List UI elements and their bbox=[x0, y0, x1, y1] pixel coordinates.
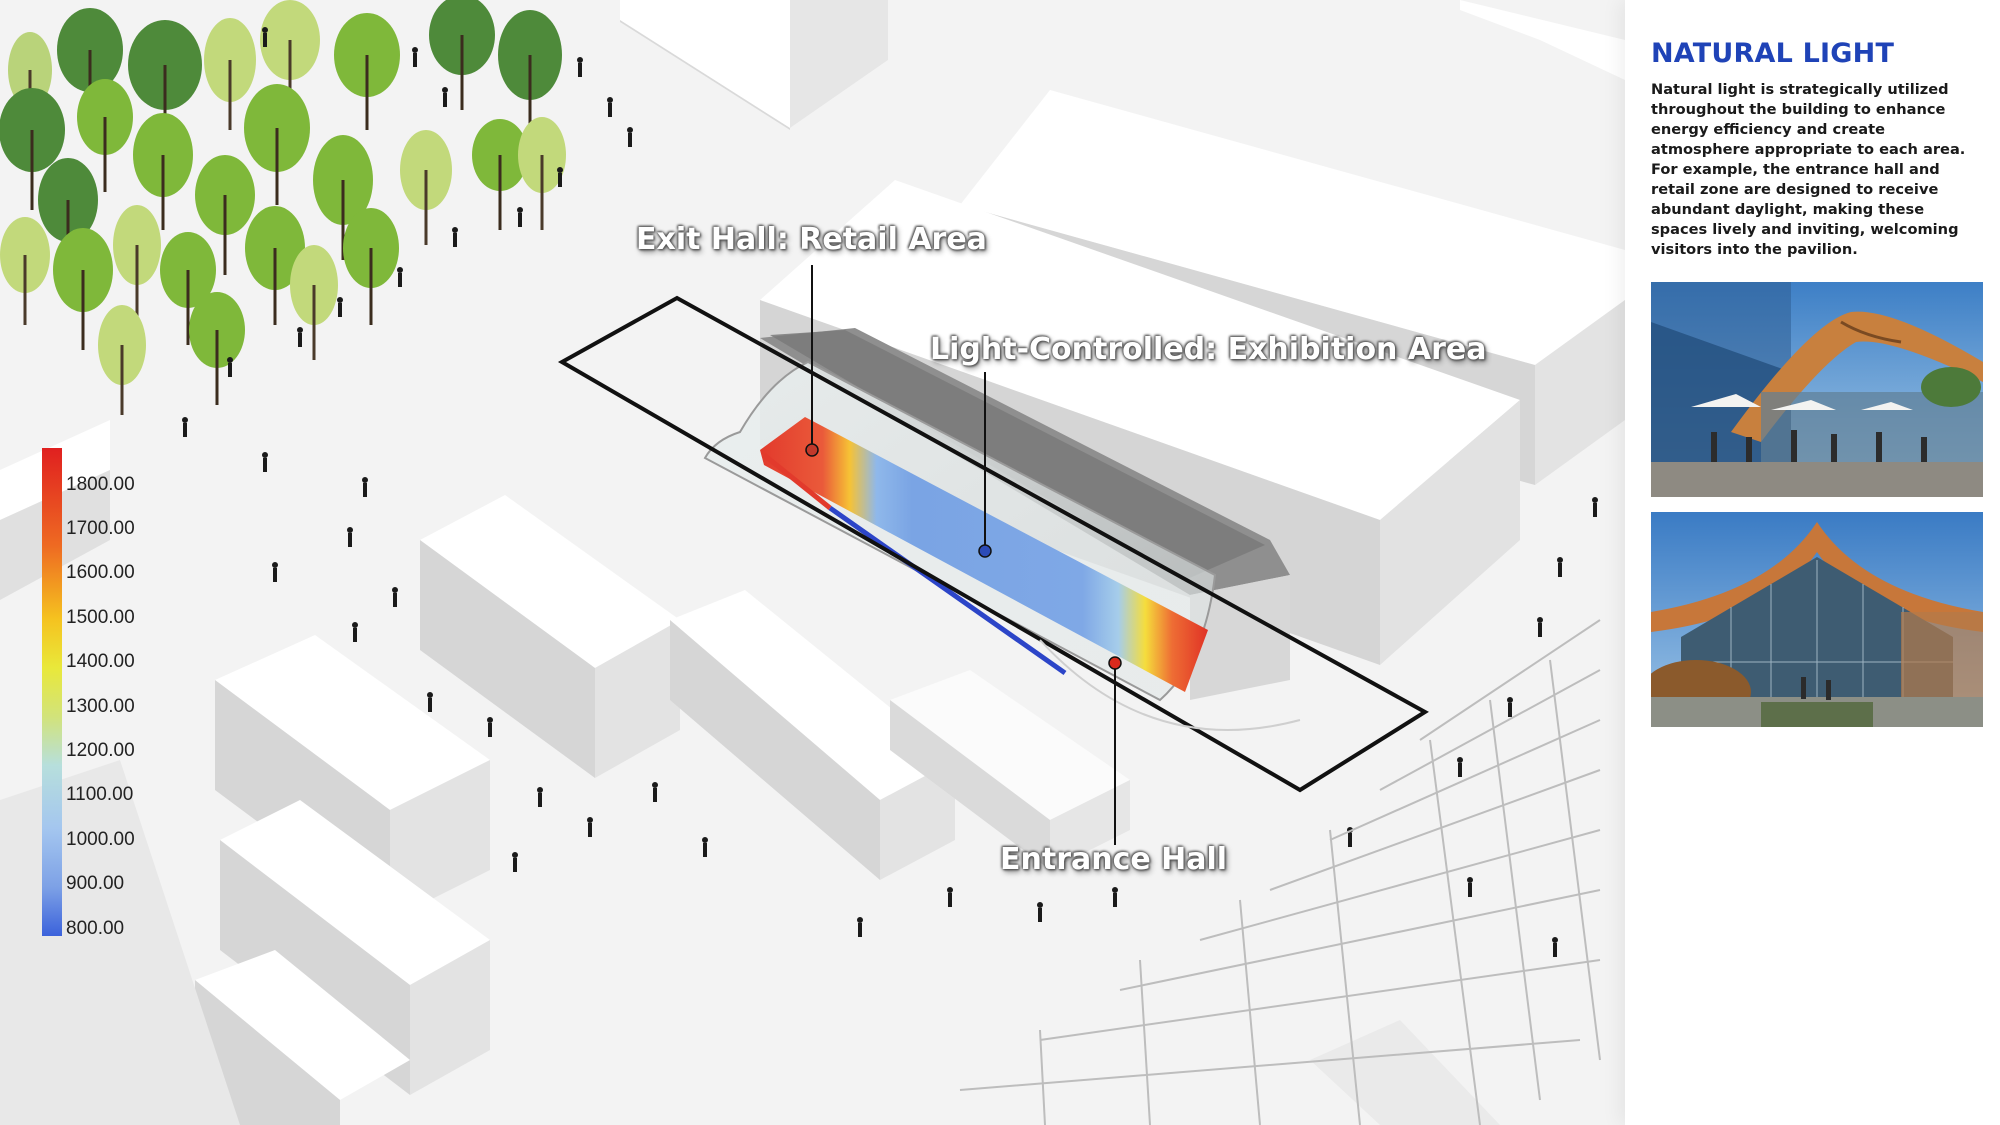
legend-tick: 1100.00 bbox=[66, 784, 134, 805]
legend-tick: 1000.00 bbox=[66, 829, 135, 850]
legend-tick: 1500.00 bbox=[66, 607, 135, 628]
legend-tick: 1800.00 bbox=[66, 474, 135, 495]
pavilion-building bbox=[557, 295, 1429, 793]
tree bbox=[472, 119, 528, 230]
tree bbox=[0, 217, 50, 325]
tree bbox=[334, 13, 400, 130]
info-sidebar: NATURAL LIGHT Natural light is strategic… bbox=[1625, 0, 2000, 1125]
tree bbox=[0, 88, 65, 210]
tree bbox=[53, 228, 113, 350]
legend-colorbar bbox=[42, 448, 62, 936]
callout-exit-hall: Exit Hall: Retail Area bbox=[636, 222, 987, 257]
legend-tick: 1200.00 bbox=[66, 740, 135, 761]
tree bbox=[498, 10, 562, 130]
leader-lines bbox=[805, 265, 1122, 845]
tree bbox=[160, 232, 216, 345]
legend bbox=[42, 448, 62, 936]
tree bbox=[313, 135, 373, 260]
legend-tick: 1300.00 bbox=[66, 696, 135, 717]
tree bbox=[204, 18, 256, 130]
tree bbox=[133, 113, 193, 230]
tree bbox=[195, 155, 255, 275]
legend-tick: 800.00 bbox=[66, 918, 125, 939]
callout-entrance-hall: Entrance Hall bbox=[1000, 842, 1228, 877]
tree bbox=[77, 79, 133, 192]
site-axonometric bbox=[0, 0, 1625, 1125]
tree bbox=[189, 292, 245, 405]
legend-tick: 1600.00 bbox=[66, 562, 135, 583]
tree bbox=[343, 208, 399, 325]
tree bbox=[400, 130, 452, 245]
legend-tick: 1700.00 bbox=[66, 518, 135, 539]
callout-light-controlled: Light-Controlled: Exhibition Area bbox=[930, 332, 1487, 367]
legend-tick: 1400.00 bbox=[66, 651, 135, 672]
pavilion-photo-exterior bbox=[1651, 282, 1983, 497]
tree bbox=[244, 84, 310, 205]
trees bbox=[0, 0, 566, 415]
legend-tick: 900.00 bbox=[66, 873, 125, 894]
tree bbox=[245, 206, 305, 325]
tree bbox=[113, 205, 161, 320]
sidebar-title: NATURAL LIGHT bbox=[1651, 38, 1895, 69]
tree bbox=[429, 0, 495, 110]
pavilion-photo-facade bbox=[1651, 512, 1983, 727]
pergola-grid bbox=[959, 619, 1601, 1125]
sidebar-description: Natural light is strategically utilized … bbox=[1651, 81, 1966, 258]
tree bbox=[290, 245, 338, 360]
pedestrians bbox=[182, 27, 1598, 957]
tree bbox=[98, 305, 146, 415]
tree bbox=[518, 117, 566, 230]
